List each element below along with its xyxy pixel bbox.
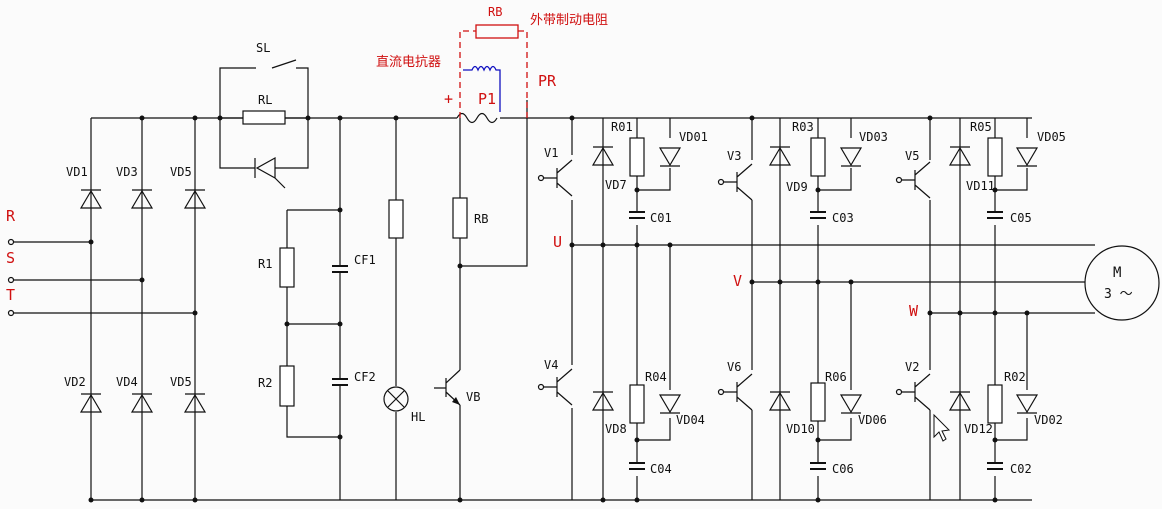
label-vd01: VD01 xyxy=(679,130,708,144)
output-label-u: U xyxy=(553,233,562,251)
input-lines xyxy=(14,241,195,314)
motor-label: M xyxy=(1113,265,1121,281)
label-vd03: VD03 xyxy=(859,130,888,144)
label-vd5-lower: VD5 xyxy=(170,375,192,389)
input-label-r: R xyxy=(6,207,16,225)
label-v5: V5 xyxy=(905,149,919,163)
motor-phase-label: 3 ～ xyxy=(1104,287,1133,302)
output-label-v: V xyxy=(733,272,742,290)
label-rb: RB xyxy=(474,212,488,226)
label-vd10: VD10 xyxy=(786,422,815,436)
label-dc-reactor: 直流电抗器 xyxy=(376,55,441,70)
label-rl: RL xyxy=(258,93,272,107)
label-v1: V1 xyxy=(544,146,558,160)
label-c02: C02 xyxy=(1010,462,1032,476)
label-c01: C01 xyxy=(650,211,672,225)
label-vd3: VD3 xyxy=(116,165,138,179)
label-r03: R03 xyxy=(792,120,814,134)
inverter-arms xyxy=(537,115,1095,503)
label-vd9: VD9 xyxy=(786,180,808,194)
output-label-w: W xyxy=(909,302,919,320)
label-external-rb: RB xyxy=(488,5,502,19)
label-sl: SL xyxy=(256,41,270,55)
label-vd04: VD04 xyxy=(676,413,705,427)
label-cf2: CF2 xyxy=(354,370,376,384)
filter-bank xyxy=(279,115,348,500)
label-vd5: VD5 xyxy=(170,165,192,179)
label-vb: VB xyxy=(466,390,480,404)
label-vd11: VD11 xyxy=(966,179,995,193)
label-hl: HL xyxy=(411,410,425,424)
label-plus: + xyxy=(444,90,453,108)
input-label-t: T xyxy=(6,286,15,304)
label-r02: R02 xyxy=(1004,370,1026,384)
label-vd2: VD2 xyxy=(64,375,86,389)
label-v4: V4 xyxy=(544,358,558,372)
label-r01: R01 xyxy=(611,120,633,134)
label-v6: V6 xyxy=(727,360,741,374)
label-c03: C03 xyxy=(832,211,854,225)
label-c04: C04 xyxy=(650,462,672,476)
bus-jumper xyxy=(456,112,498,124)
input-label-s: S xyxy=(6,249,15,267)
label-vd8: VD8 xyxy=(605,422,627,436)
mouse-cursor-icon xyxy=(933,413,951,442)
label-r1: R1 xyxy=(258,257,272,271)
lamp-branch xyxy=(383,115,409,500)
label-v3: V3 xyxy=(727,149,741,163)
charge-circuit xyxy=(217,59,311,189)
label-c05: C05 xyxy=(1010,211,1032,225)
label-c06: C06 xyxy=(832,462,854,476)
label-p1: P1 xyxy=(478,90,496,108)
label-r06: R06 xyxy=(825,370,847,384)
label-vd06: VD06 xyxy=(858,413,887,427)
label-pr: PR xyxy=(538,72,557,90)
external-brake-resistor xyxy=(459,24,528,118)
label-vd4: VD4 xyxy=(116,375,138,389)
label-vd12: VD12 xyxy=(964,422,993,436)
label-vd7: VD7 xyxy=(605,178,627,192)
brake-circuit xyxy=(434,100,528,503)
label-vd1: VD1 xyxy=(66,165,88,179)
label-cf1: CF1 xyxy=(354,253,376,267)
label-external-brake: 外带制动电阻 xyxy=(530,13,608,28)
rectifier-bridge xyxy=(79,115,207,503)
label-r05: R05 xyxy=(970,120,992,134)
motor xyxy=(1084,245,1160,321)
label-r2: R2 xyxy=(258,376,272,390)
label-vd05: VD05 xyxy=(1037,130,1066,144)
label-vd02: VD02 xyxy=(1034,413,1063,427)
label-r04: R04 xyxy=(645,370,667,384)
dc-reactor xyxy=(463,65,501,112)
label-v2: V2 xyxy=(905,360,919,374)
